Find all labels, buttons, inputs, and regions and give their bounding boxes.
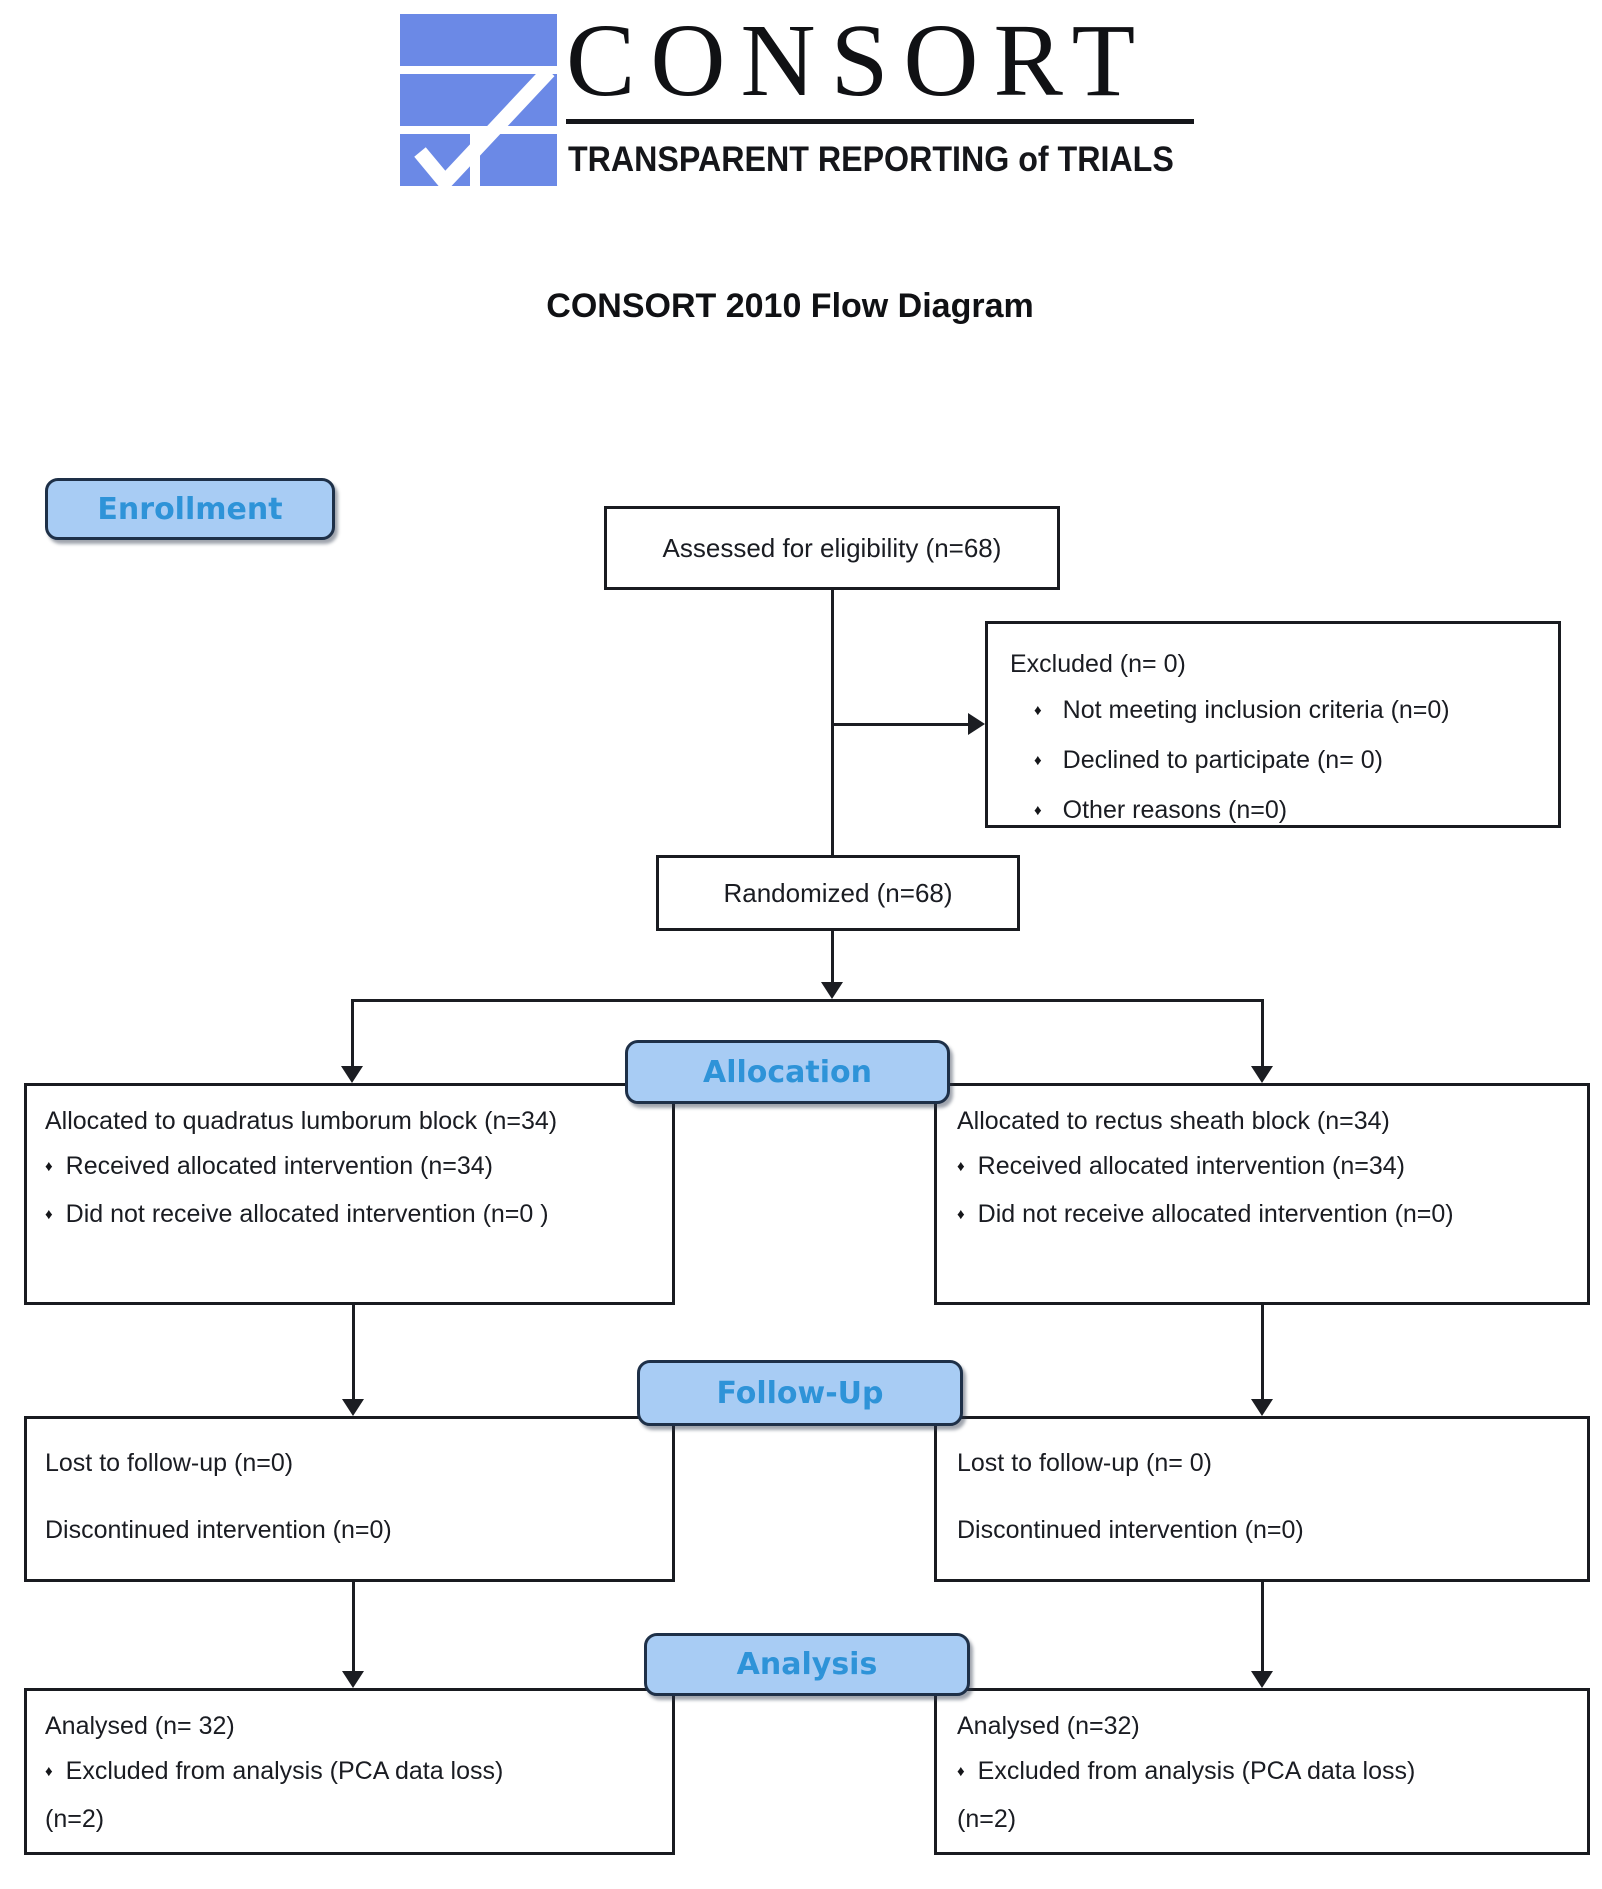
followup-left-box: Lost to follow-up (n=0) Discontinued int… (24, 1416, 675, 1582)
connector-followup-to-analysis-left (352, 1582, 355, 1671)
allocation-right-item-text: Did not receive allocated intervention (… (977, 1200, 1454, 1228)
excluded-item-text: Declined to participate (n= 0) (1062, 746, 1383, 774)
arrowhead-followup-left-icon (342, 1399, 364, 1416)
stage-label-enrollment: Enrollment (45, 478, 335, 540)
bullet-diamond-icon: ♦ (1034, 802, 1042, 819)
assessed-text: Assessed for eligibility (n=68) (662, 532, 1002, 563)
followup-right-line: Lost to follow-up (n= 0) (957, 1449, 1212, 1477)
bullet-diamond-icon: ♦ (1034, 702, 1042, 719)
consort-logo-icon (400, 14, 557, 194)
stage-label-followup: Follow-Up (637, 1360, 963, 1426)
allocation-right-item: ♦ Received allocated intervention (n=34) (957, 1144, 1579, 1192)
consort-brand-text: CONSORT (566, 3, 1151, 118)
bullet-diamond-icon: ♦ (957, 1763, 965, 1780)
analysis-right-title: Analysed (n=32) (957, 1712, 1140, 1740)
bullet-diamond-icon: ♦ (45, 1206, 53, 1223)
analysis-left-title: Analysed (n= 32) (45, 1712, 235, 1740)
analysis-left-footer: (n=2) (45, 1805, 105, 1833)
followup-right-box: Lost to follow-up (n= 0) Discontinued in… (934, 1416, 1590, 1582)
bullet-diamond-icon: ♦ (957, 1206, 965, 1223)
followup-left-line: Discontinued intervention (n=0) (45, 1516, 392, 1544)
arrowhead-followup-right-icon (1251, 1399, 1273, 1416)
followup-left-line: Lost to follow-up (n=0) (45, 1449, 294, 1477)
analysis-right-item-text: Excluded from analysis (PCA data loss) (977, 1757, 1416, 1785)
connector-branch-right (1261, 1001, 1264, 1066)
connector-to-excluded (832, 723, 968, 726)
arrowhead-analysis-right-icon (1251, 1671, 1273, 1688)
bullet-diamond-icon: ♦ (45, 1763, 53, 1780)
analysis-left-item: ♦ Excluded from analysis (PCA data loss) (45, 1749, 664, 1797)
connector-branch-left (351, 1001, 354, 1066)
allocation-left-item-text: Received allocated intervention (n=34) (65, 1152, 493, 1180)
connector-followup-to-analysis-right (1261, 1582, 1264, 1671)
assessed-box: Assessed for eligibility (n=68) (604, 506, 1060, 590)
page-title: CONSORT 2010 Flow Diagram (546, 287, 1034, 325)
excluded-item-text: Other reasons (n=0) (1062, 796, 1288, 824)
connector-alloc-to-followup-left (352, 1305, 355, 1399)
allocation-left-item: ♦ Received allocated intervention (n=34) (45, 1144, 664, 1192)
analysis-left-item-text: Excluded from analysis (PCA data loss) (65, 1757, 504, 1785)
allocation-left-title: Allocated to quadratus lumborum block (n… (45, 1107, 558, 1135)
allocation-left-item-text: Did not receive allocated intervention (… (65, 1200, 549, 1228)
followup-right-line: Discontinued intervention (n=0) (957, 1516, 1304, 1544)
allocation-left-box: Allocated to quadratus lumborum block (n… (24, 1083, 675, 1305)
allocation-right-box: Allocated to rectus sheath block (n=34) … (934, 1083, 1590, 1305)
randomized-text: Randomized (n=68) (723, 877, 953, 908)
connector-alloc-to-followup-right (1261, 1305, 1264, 1399)
excluded-item: ♦ Declined to participate (n= 0) (1010, 737, 1548, 787)
connector-randomized-to-branch (831, 931, 834, 982)
arrowhead-analysis-left-icon (342, 1671, 364, 1688)
consort-tagline: TRANSPARENT REPORTING of TRIALS (568, 140, 1174, 179)
bullet-diamond-icon: ♦ (957, 1158, 965, 1175)
brand-underline (566, 119, 1194, 124)
allocation-right-item-text: Received allocated intervention (n=34) (977, 1152, 1405, 1180)
arrowhead-alloc-right-icon (1251, 1066, 1273, 1083)
arrowhead-branch-icon (821, 982, 843, 999)
excluded-box: Excluded (n= 0) ♦ Not meeting inclusion … (985, 621, 1561, 828)
allocation-right-title: Allocated to rectus sheath block (n=34) (957, 1107, 1390, 1135)
analysis-right-footer: (n=2) (957, 1805, 1017, 1833)
analysis-right-item: ♦ Excluded from analysis (PCA data loss) (957, 1749, 1579, 1797)
stage-label-allocation: Allocation (625, 1040, 950, 1104)
connector-branch-horizontal (351, 999, 1264, 1002)
allocation-left-item: ♦ Did not receive allocated intervention… (45, 1192, 664, 1240)
arrowhead-excluded-icon (968, 713, 985, 735)
analysis-right-box: Analysed (n=32) ♦ Excluded from analysis… (934, 1688, 1590, 1855)
bullet-diamond-icon: ♦ (45, 1158, 53, 1175)
excluded-item: ♦ Not meeting inclusion criteria (n=0) (1010, 687, 1548, 737)
excluded-item-text: Not meeting inclusion criteria (n=0) (1062, 696, 1450, 724)
bullet-diamond-icon: ♦ (1034, 752, 1042, 769)
excluded-title: Excluded (n= 0) (1010, 650, 1186, 678)
stage-label-analysis: Analysis (644, 1633, 970, 1696)
excluded-item: ♦ Other reasons (n=0) (1010, 787, 1548, 837)
randomized-box: Randomized (n=68) (656, 855, 1020, 931)
analysis-left-box: Analysed (n= 32) ♦ Excluded from analysi… (24, 1688, 675, 1855)
arrowhead-alloc-left-icon (341, 1066, 363, 1083)
connector-assessed-to-randomized (831, 590, 834, 855)
allocation-right-item: ♦ Did not receive allocated intervention… (957, 1192, 1579, 1240)
